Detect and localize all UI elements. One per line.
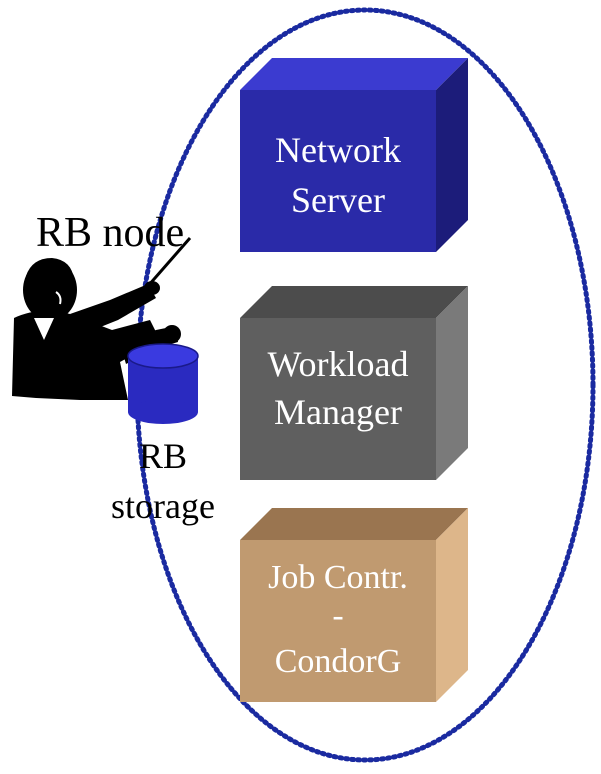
workload-manager-label-1: Workload	[267, 344, 408, 384]
job-controller-box: Job Contr. - CondorG	[240, 508, 468, 702]
job-controller-label-3: CondorG	[275, 643, 402, 680]
workload-manager-box: Workload Manager	[240, 286, 468, 480]
job-controller-label-2: -	[332, 597, 343, 634]
database-cylinder-icon	[127, 343, 199, 424]
rb-storage-label-1: RB	[139, 436, 187, 476]
conductor-silhouette-icon	[12, 237, 192, 400]
job-controller-label-1: Job Contr.	[268, 559, 408, 596]
rb-node-label: RB node	[36, 210, 184, 256]
network-server-label-2: Server	[291, 180, 385, 220]
network-server-label-1: Network	[275, 130, 401, 170]
network-server-box: Network Server	[240, 58, 468, 252]
workload-manager-label-2: Manager	[274, 392, 402, 432]
rb-storage-label-2: storage	[111, 486, 215, 526]
